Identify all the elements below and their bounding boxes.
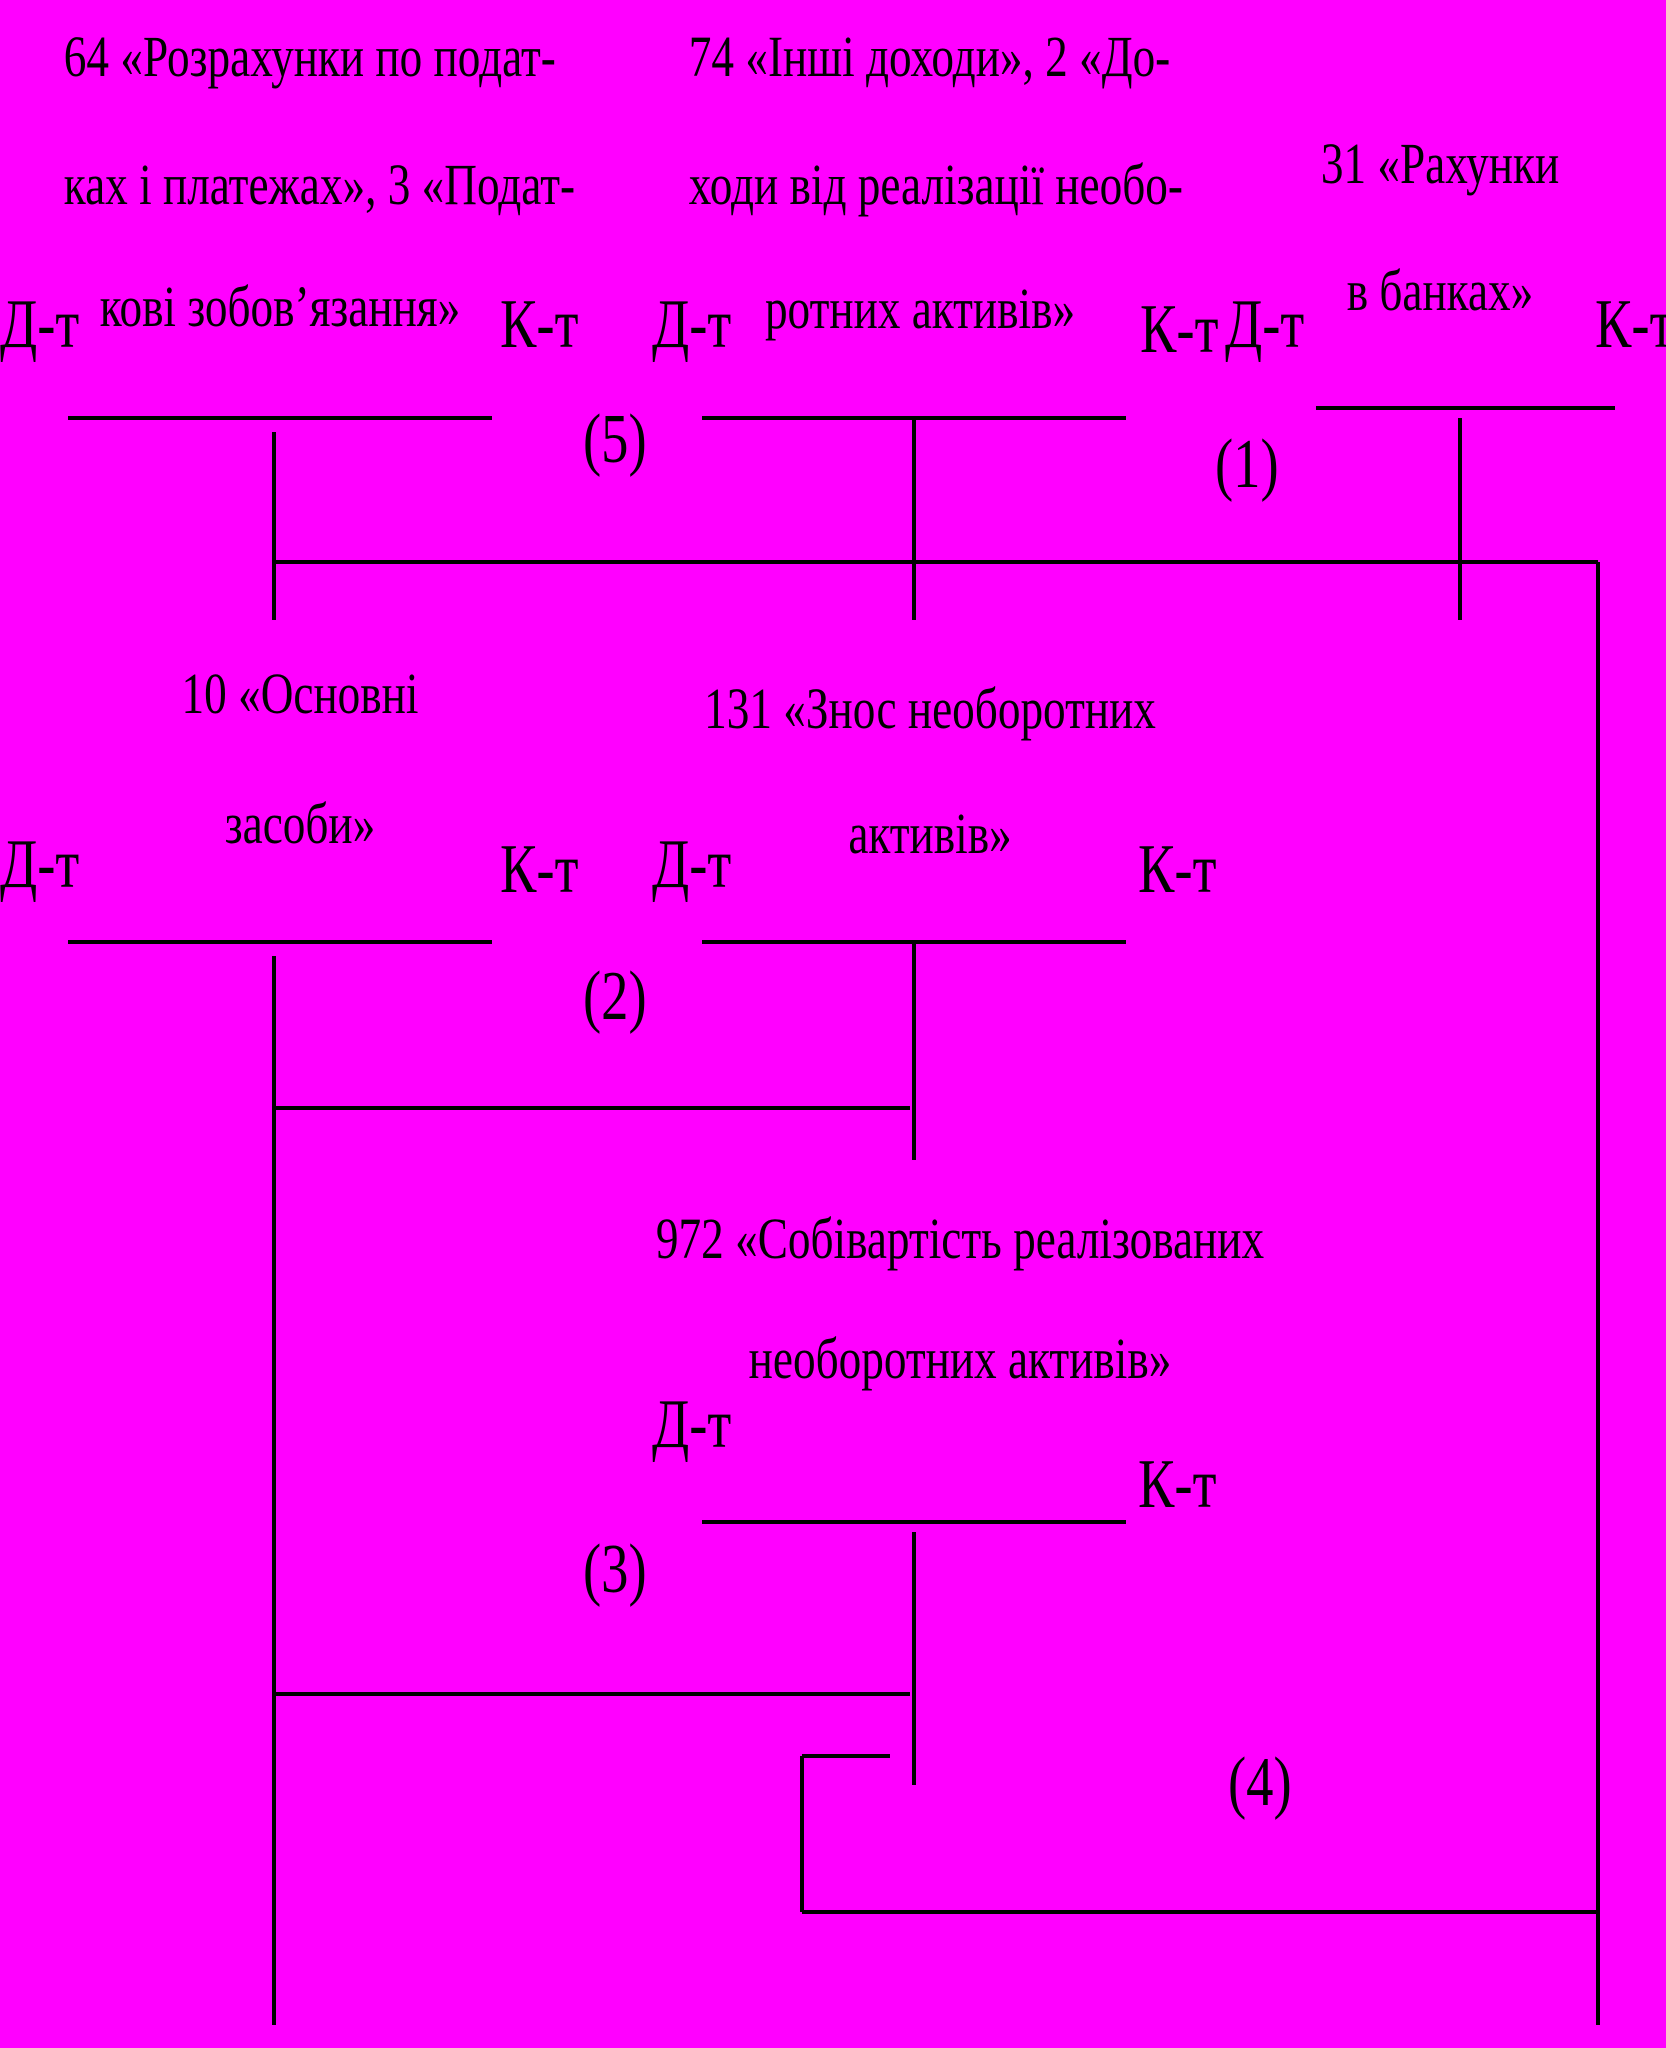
debit-label: Д-т <box>652 826 732 903</box>
credit-label: К-т <box>500 286 579 363</box>
account-title-line: ротних активів» <box>764 276 1076 341</box>
account-title-line: 10 «Основні <box>181 661 419 726</box>
account-title-line: в банках» <box>1346 258 1534 323</box>
credit-label: К-т <box>1138 831 1217 908</box>
account-title-line: ках і платежах», 3 «Подат- <box>63 152 576 217</box>
debit-label: Д-т <box>0 826 80 903</box>
account-title-line: 131 «Знос необоротних <box>704 676 1156 741</box>
debit-label: Д-т <box>652 286 732 363</box>
operation-number: (1) <box>1215 426 1279 503</box>
credit-label: К-т <box>1138 1446 1217 1523</box>
credit-label: К-т <box>1595 286 1666 363</box>
account-title-line: 31 «Рахунки <box>1320 131 1560 196</box>
credit-label: К-т <box>1140 291 1219 368</box>
operation-number: (2) <box>583 958 647 1035</box>
credit-label: К-т <box>500 831 579 908</box>
account-title-line: 64 «Розрахунки по подат- <box>63 24 556 89</box>
account-title-line: активів» <box>848 801 1012 866</box>
debit-label: Д-т <box>652 1386 732 1463</box>
account-title-line: 74 «Інші доходи», 2 «До- <box>688 24 1171 89</box>
operation-number: (5) <box>583 401 647 478</box>
debit-label: Д-т <box>0 286 80 363</box>
account-title-line: 972 «Собівартість реалізованих <box>655 1206 1265 1271</box>
account-title-line: ходи від реалізації необо- <box>688 152 1183 217</box>
debit-label: Д-т <box>1225 286 1305 363</box>
account-title-line: необоротних активів» <box>748 1326 1172 1391</box>
operation-number: (4) <box>1228 1744 1292 1821</box>
account-title-line: кові зобов’язання» <box>99 274 461 339</box>
operation-number: (3) <box>583 1531 647 1608</box>
account-title-line: засоби» <box>224 791 376 856</box>
